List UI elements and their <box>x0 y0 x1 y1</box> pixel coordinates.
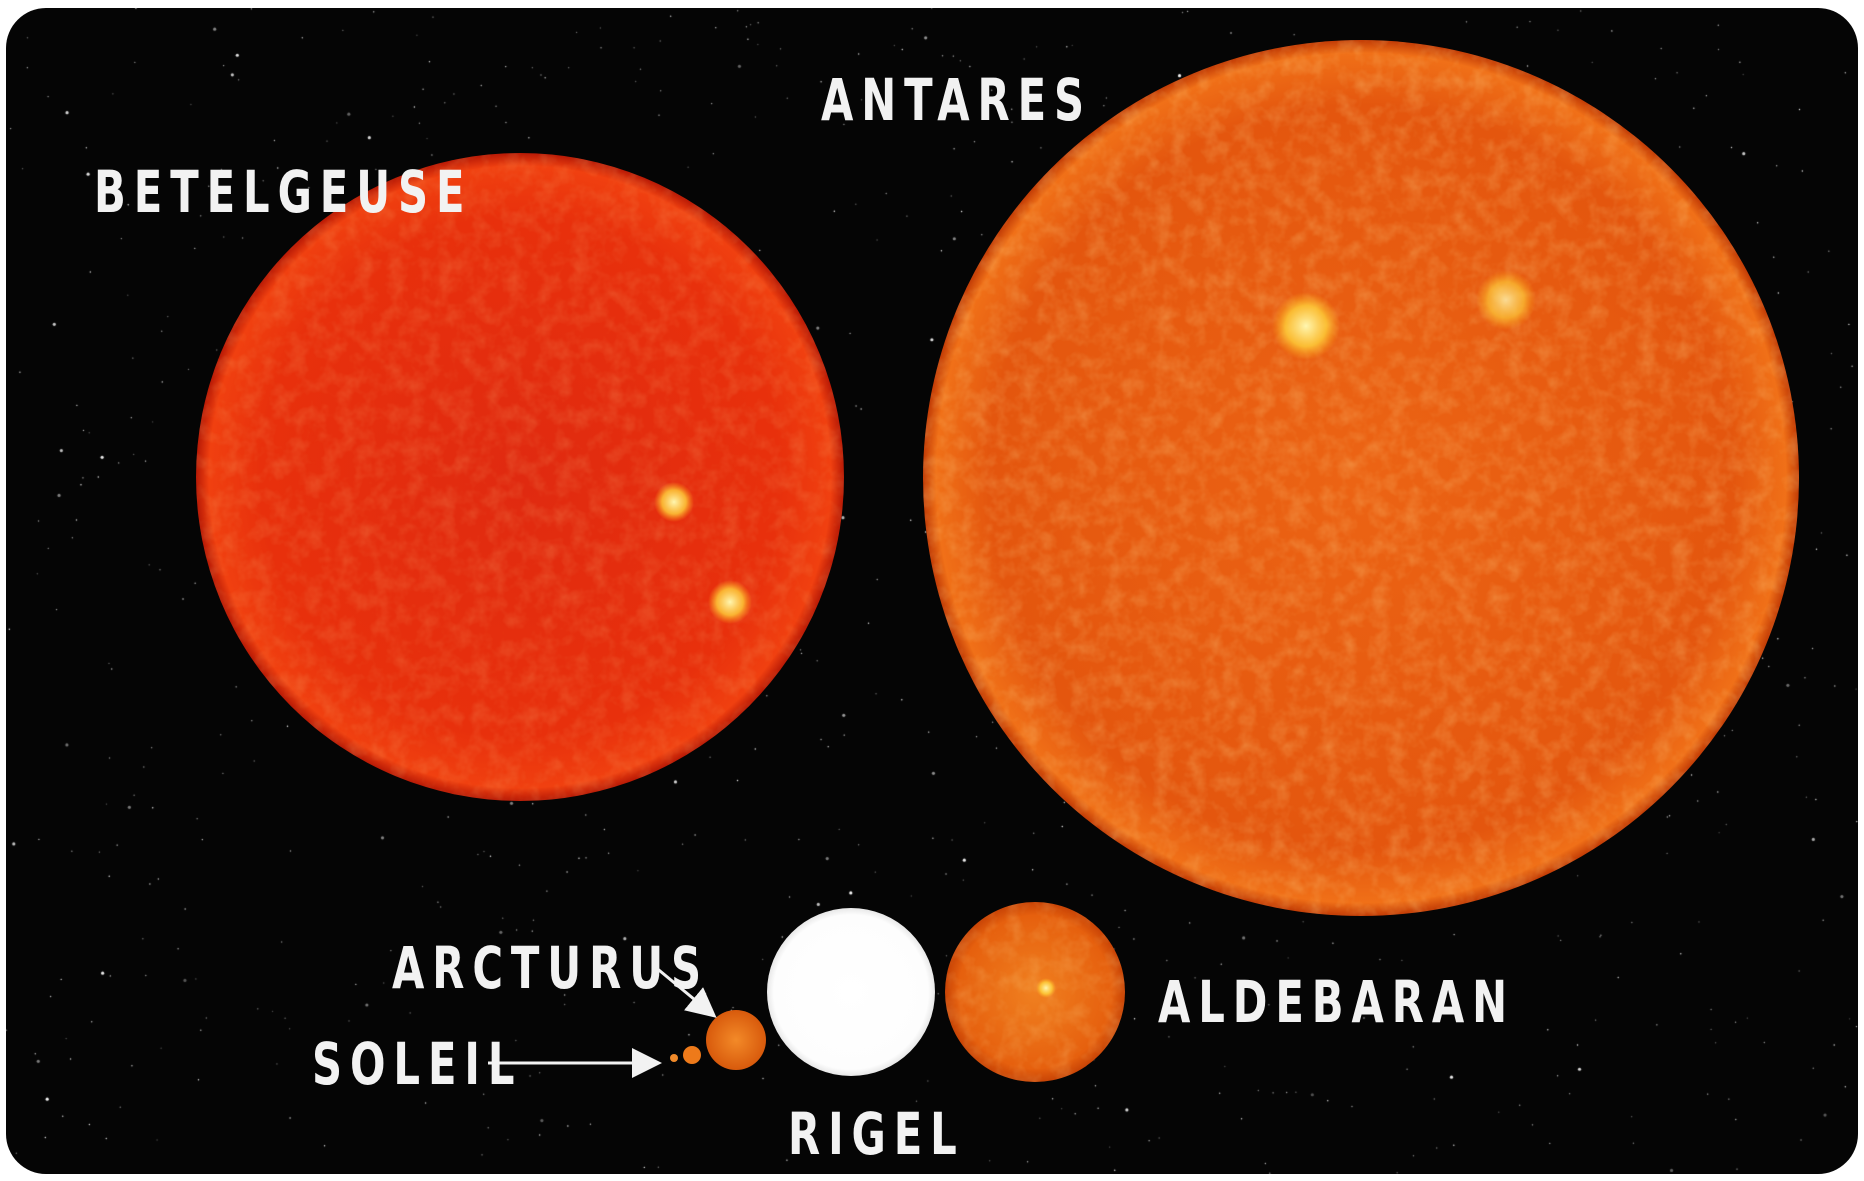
star-arcturus <box>706 1010 766 1070</box>
label-rigel: RIGEL <box>788 1100 965 1168</box>
antares-texture <box>923 40 1799 916</box>
aldebaran-texture <box>945 902 1125 1082</box>
star-soleil <box>683 1046 701 1064</box>
arcturus-pointer <box>653 964 717 1018</box>
betelgeuse-hotspot <box>654 482 694 522</box>
star-rigel <box>767 908 935 1076</box>
betelgeuse-hotspot <box>708 580 752 624</box>
label-betelgeuse: BETELGEUSE <box>94 158 473 226</box>
label-arcturus: ARCTURUS <box>392 934 710 1002</box>
label-aldebaran: ALDEBARAN <box>1158 968 1515 1036</box>
star-tiny <box>670 1054 678 1062</box>
label-antares: ANTARES <box>821 66 1093 134</box>
label-soleil: SOLEIL <box>312 1030 523 1098</box>
aldebaran-hotspot <box>1036 978 1056 998</box>
antares-hotspot <box>1476 270 1536 330</box>
antares-hotspot <box>1272 292 1340 360</box>
star-comparison-card: ANTARES BETELGEUSE ARCTURUS ALDEBARAN SO… <box>6 8 1858 1174</box>
star-diagram <box>196 40 1799 1082</box>
betelgeuse-texture <box>196 153 844 801</box>
